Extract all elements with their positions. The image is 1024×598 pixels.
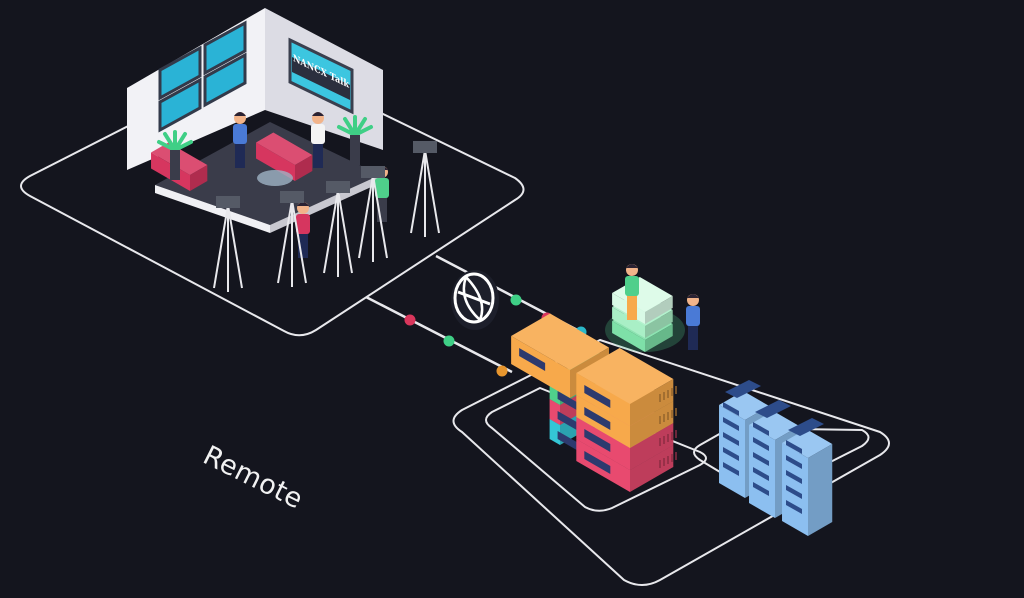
plant — [337, 115, 373, 165]
person — [625, 264, 639, 320]
video-screen — [203, 52, 247, 108]
server-platform-outer — [452, 339, 890, 586]
studio-sign-logo — [288, 37, 354, 115]
rack-slot — [723, 402, 739, 416]
server-display — [519, 348, 546, 371]
data-packet-dot — [443, 335, 455, 347]
server-display — [584, 429, 611, 452]
tripod-stand — [213, 196, 243, 292]
rack-display — [788, 418, 824, 436]
server-display — [584, 451, 611, 474]
tripod-stand — [277, 191, 307, 287]
video-screen — [158, 77, 202, 133]
rack-slot — [753, 482, 769, 496]
rack-slot — [753, 437, 769, 451]
tripod-stand — [323, 181, 353, 277]
rack-slot — [786, 485, 802, 499]
rack-display — [725, 380, 761, 398]
rack-slot — [723, 417, 739, 431]
rack-slot — [753, 452, 769, 466]
rack-slot — [723, 432, 739, 446]
person — [686, 294, 700, 350]
data-packet-dot — [510, 294, 522, 306]
rack-display — [755, 400, 791, 418]
coffee-table — [257, 170, 293, 186]
server-display — [584, 385, 611, 408]
rack-slot — [753, 422, 769, 436]
rack-slot — [786, 455, 802, 469]
stage-edge — [155, 185, 270, 233]
server-stack-2 — [576, 348, 677, 492]
person — [296, 202, 310, 258]
tripod-stand — [410, 141, 440, 237]
server-stacks — [511, 313, 833, 536]
rack-slot — [786, 440, 802, 454]
tripod-stand — [358, 166, 388, 262]
globe-icon — [451, 270, 499, 330]
plant — [157, 130, 193, 180]
control-station — [605, 277, 685, 352]
rack-slot — [786, 470, 802, 484]
video-screen — [203, 20, 247, 76]
sofa — [256, 132, 313, 181]
data-packet-dot — [404, 314, 416, 326]
rack-slot — [723, 462, 739, 476]
server-platform-inner-left — [485, 387, 707, 512]
rack-slot — [753, 467, 769, 481]
operators — [605, 264, 700, 352]
server-unit — [576, 348, 677, 426]
data-packet-dot — [496, 365, 508, 377]
server-rack-3 — [782, 418, 833, 536]
video-screen — [158, 45, 202, 101]
person — [311, 112, 325, 168]
studio-set — [127, 8, 440, 292]
server-display — [584, 407, 611, 430]
rack-slot — [723, 447, 739, 461]
person — [233, 112, 247, 168]
rack-slot — [786, 500, 802, 514]
